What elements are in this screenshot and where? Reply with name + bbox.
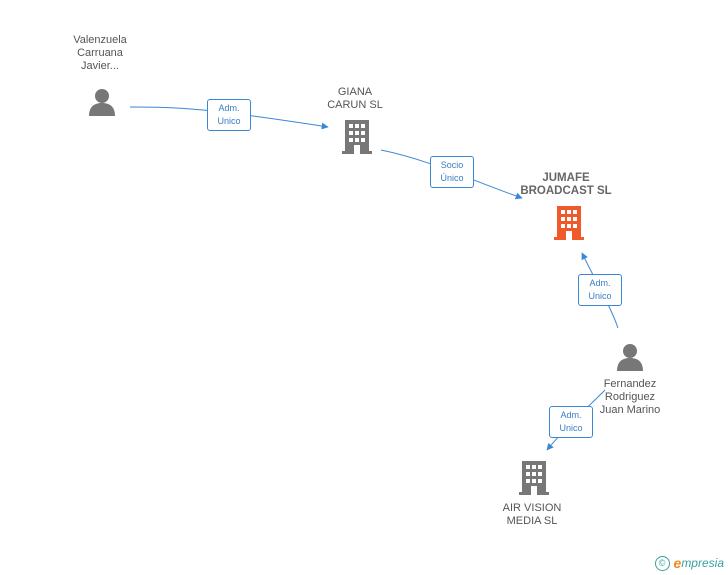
edge-valenzuela-giana	[129, 106, 329, 130]
person-icon[interactable]	[617, 344, 643, 371]
person-icon[interactable]	[89, 89, 115, 116]
building-icon[interactable]	[519, 461, 549, 495]
building-icon[interactable]	[554, 206, 584, 240]
brand-e: e	[673, 555, 682, 571]
edge-label-fernandez-jumafe: Adm. Unico	[578, 274, 622, 306]
node-label-jumafe[interactable]: JUMAFE BROADCAST SL	[520, 172, 612, 197]
copyright-icon: ©	[654, 555, 670, 571]
brand-name: mpresia	[681, 556, 724, 570]
edge-label-giana-jumafe: Socio Único	[430, 156, 474, 188]
building-icon[interactable]	[342, 120, 372, 154]
node-label-fernandez[interactable]: Fernandez Rodriguez Juan Marino	[599, 378, 661, 416]
node-label-valenzuela[interactable]: Valenzuela Carruana Javier...	[73, 34, 127, 72]
edge-label-valenzuela-giana: Adm. Unico	[207, 99, 251, 131]
empresia-logo[interactable]: © e mpresia	[654, 555, 724, 571]
node-label-giana[interactable]: GIANA CARUN SL	[327, 86, 383, 111]
edge-label-fernandez-airvision: Adm. Unico	[549, 406, 593, 438]
node-label-airvision[interactable]: AIR VISION MEDIA SL	[502, 502, 562, 527]
